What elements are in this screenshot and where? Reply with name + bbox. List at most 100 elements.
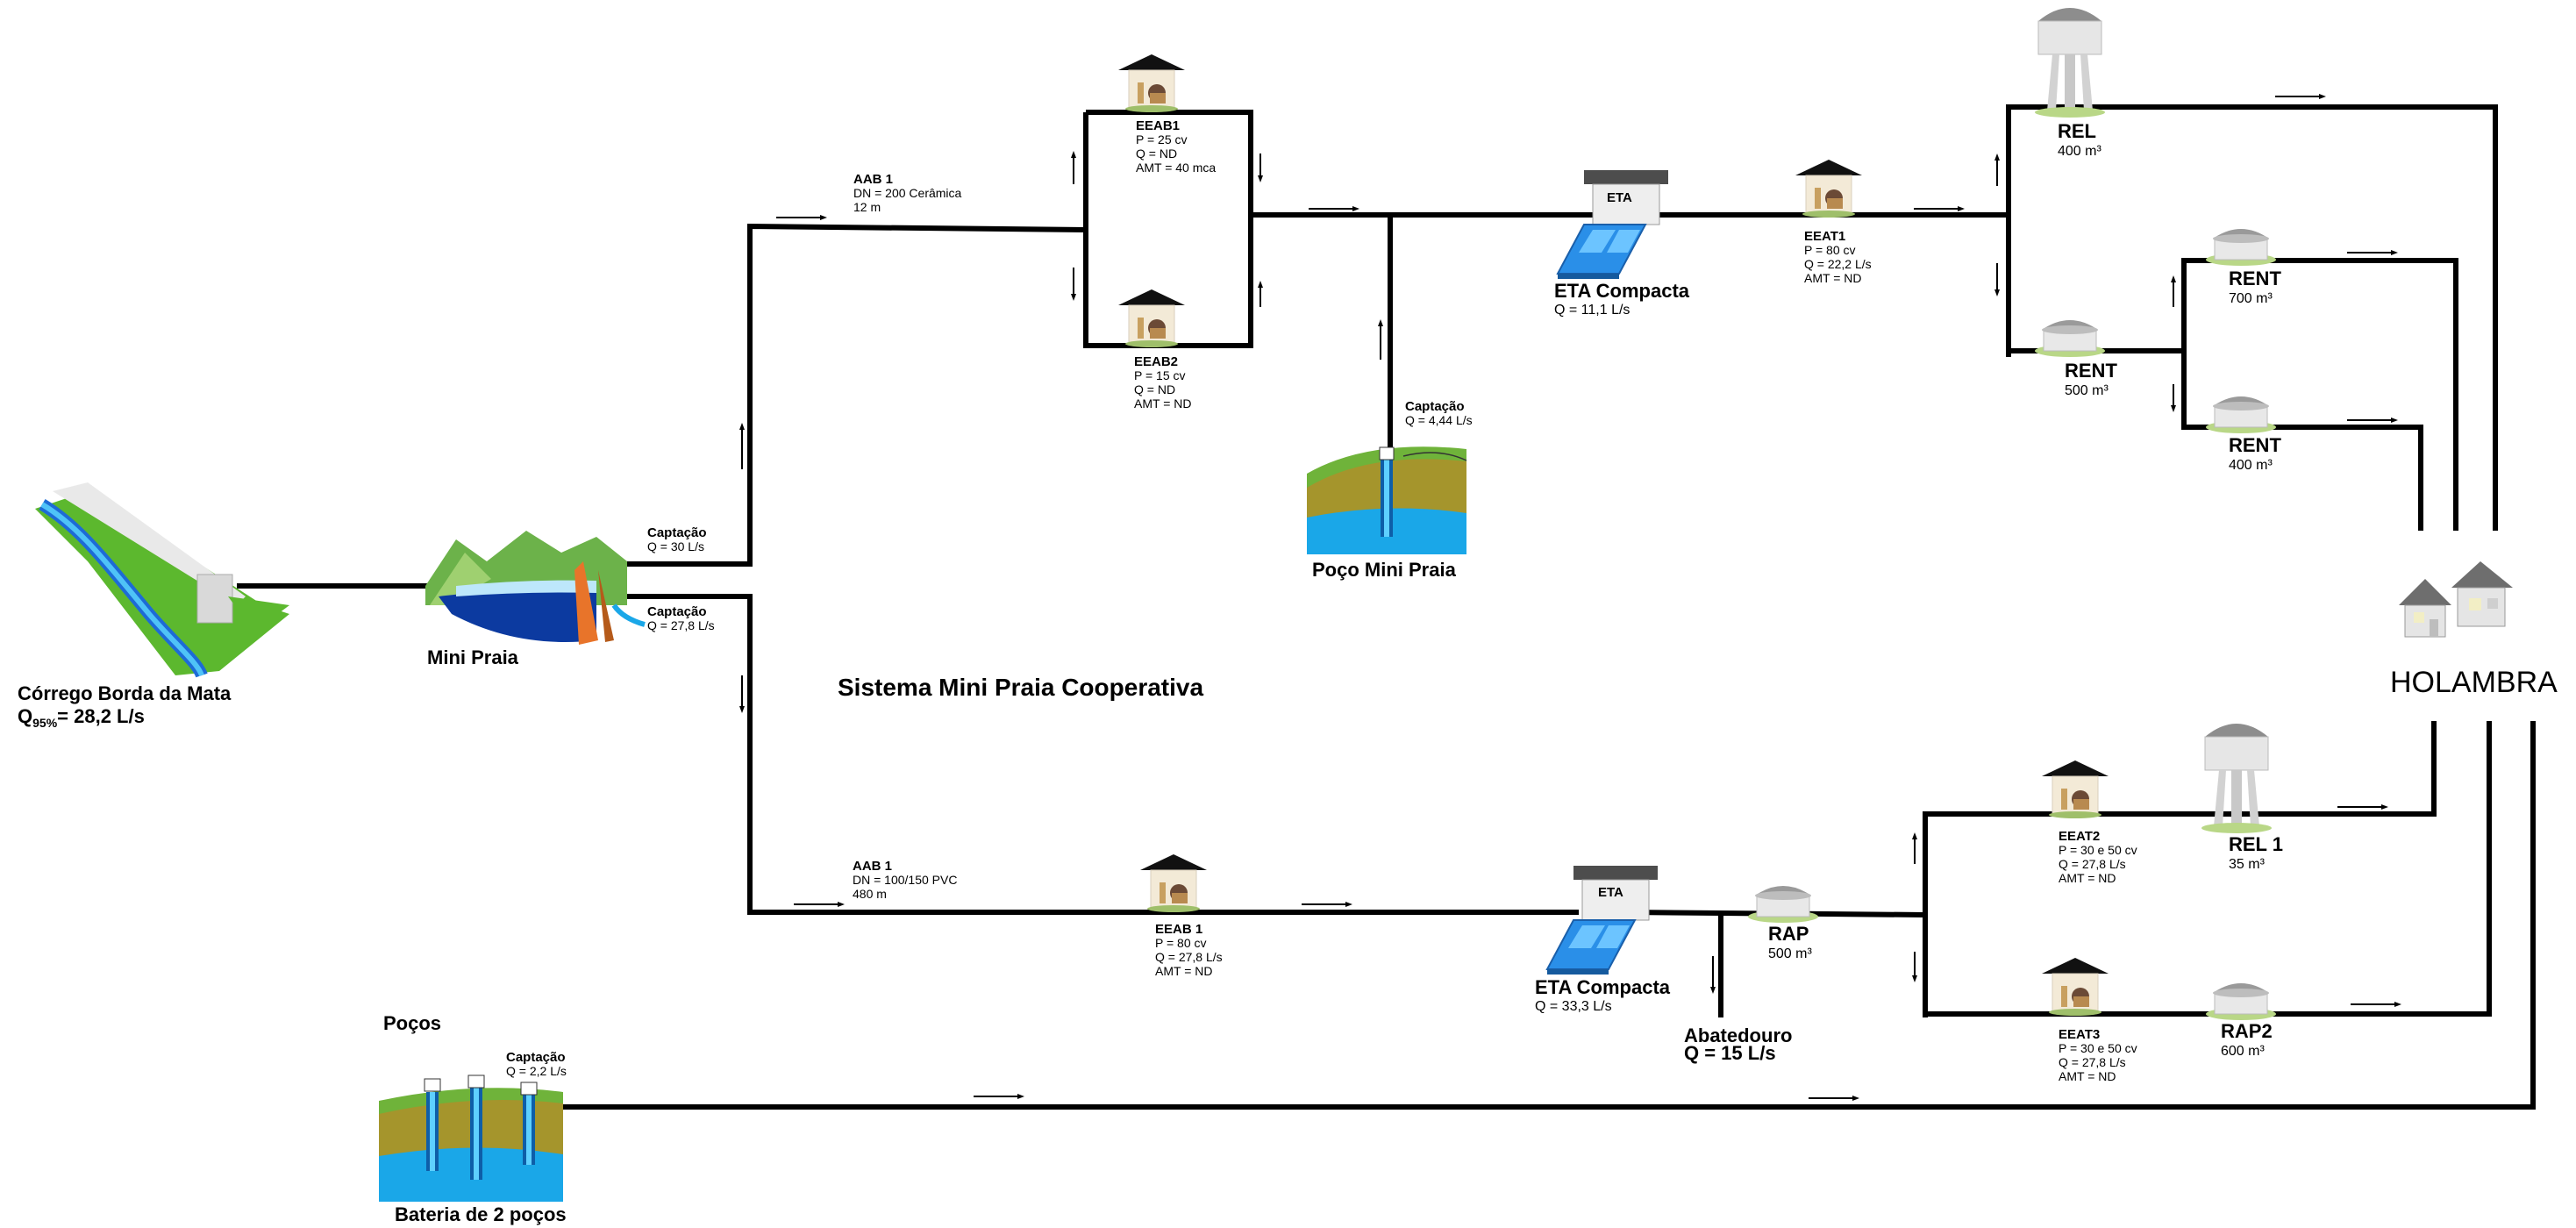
eeat1-amt: AMT = ND xyxy=(1804,271,1861,285)
flow-arrow xyxy=(1994,154,2000,186)
rent500-volume: 500 m³ xyxy=(2065,383,2109,398)
flow-arrow xyxy=(1809,1096,1859,1101)
rap-volume: 500 m³ xyxy=(1768,946,1812,961)
aab-top-dn: DN = 200 Cerâmica xyxy=(853,186,962,200)
flow-arrow xyxy=(2171,384,2176,412)
pipe-network xyxy=(237,104,2536,1110)
pocos-captacao-title: Captação xyxy=(506,1050,566,1065)
treatment-plant-top-icon xyxy=(1557,169,1669,280)
stream-source-icon xyxy=(35,482,289,678)
treatment-plant-bottom-icon xyxy=(1546,865,1659,975)
eeat2-flow: Q = 27,8 L/s xyxy=(2059,857,2126,871)
eeab1-top-title: EEAB1 xyxy=(1136,118,1180,133)
eeat2-title: EEAT2 xyxy=(2059,829,2100,844)
captacao-top-flow: Q = 30 L/s xyxy=(647,539,704,553)
eeab1-top-flow: Q = ND xyxy=(1136,146,1177,161)
flow-arrow xyxy=(1912,952,1917,982)
pocos-name: Bateria de 2 poços xyxy=(395,1203,567,1225)
diagram-title: Sistema Mini Praia Cooperativa xyxy=(838,674,1203,701)
flow-arrow xyxy=(1309,206,1359,211)
flow-arrow xyxy=(1302,902,1352,907)
ground-reservoir-rap-icon xyxy=(1747,885,1819,924)
flow-arrow xyxy=(1071,268,1076,301)
eta-top-flow: Q = 11,1 L/s xyxy=(1554,303,1630,318)
town-name: HOLAMBRA xyxy=(2390,666,2558,699)
eeat1-power: P = 80 cv xyxy=(1804,243,1856,257)
eeab2-amt: AMT = ND xyxy=(1134,396,1191,411)
aab-top-title: AAB 1 xyxy=(853,172,893,187)
flow-arrow xyxy=(1258,154,1263,182)
flow-arrow xyxy=(1710,956,1716,994)
flow-arrow xyxy=(1994,263,2000,296)
flow-arrow xyxy=(2347,250,2398,255)
well-mini-praia-icon xyxy=(1307,446,1467,554)
captacao-bottom-title: Captação xyxy=(647,604,707,619)
captacao-top-title: Captação xyxy=(647,525,707,540)
pump-station-eeat2-icon xyxy=(2041,760,2109,819)
eeat2-power: P = 30 e 50 cv xyxy=(2059,843,2137,857)
elevated-reservoir-rel-icon xyxy=(2034,7,2106,118)
town-houses-icon xyxy=(2399,561,2513,638)
eeab2-flow: Q = ND xyxy=(1134,382,1175,396)
flow-arrow xyxy=(1378,319,1383,360)
eta-top-name: ETA Compacta xyxy=(1554,280,1690,302)
source-flow: Q95%= 28,2 L/s xyxy=(18,705,145,730)
flow-arrow xyxy=(2275,94,2326,99)
eeab1-bottom-power: P = 80 cv xyxy=(1155,936,1207,950)
poco-mini-title: Captação xyxy=(1405,399,1465,414)
pump-station-eeab1-bottom-icon xyxy=(1139,853,1208,913)
rent700-volume: 700 m³ xyxy=(2229,291,2273,306)
flow-arrow xyxy=(776,215,827,220)
rent400-volume: 400 m³ xyxy=(2229,458,2273,473)
ground-reservoir-rap2-icon xyxy=(2205,982,2277,1021)
eeat3-flow: Q = 27,8 L/s xyxy=(2059,1055,2126,1069)
rap-name: RAP xyxy=(1768,923,1809,945)
eeab1-top-power: P = 25 cv xyxy=(1136,132,1188,146)
flow-arrows xyxy=(739,94,2401,1101)
eeab1-bottom-title: EEAB 1 xyxy=(1155,922,1202,937)
poco-mini-flow: Q = 4,44 L/s xyxy=(1405,413,1473,427)
pump-station-eeab2-icon xyxy=(1117,289,1186,348)
ground-reservoir-rent400-icon xyxy=(2205,396,2277,434)
aab-bottom-dn: DN = 100/150 PVC xyxy=(853,873,957,887)
eeat3-power: P = 30 e 50 cv xyxy=(2059,1041,2137,1055)
source-flow-prefix: Q xyxy=(18,705,32,727)
rap2-volume: 600 m³ xyxy=(2221,1044,2265,1059)
flow-arrow xyxy=(1912,832,1917,864)
eeab1-bottom-flow: Q = 27,8 L/s xyxy=(1155,950,1223,964)
source-flow-sub: 95% xyxy=(32,716,58,730)
eta-bottom-name: ETA Compacta xyxy=(1535,976,1671,998)
eeat1-flow: Q = 22,2 L/s xyxy=(1804,257,1872,271)
flow-arrow xyxy=(2337,804,2388,810)
pocos-heading: Poços xyxy=(383,1012,441,1034)
aab-top-length: 12 m xyxy=(853,200,881,214)
flow-arrow xyxy=(739,675,745,713)
eeab2-title: EEAB2 xyxy=(1134,354,1178,369)
reservoir-name: Mini Praia xyxy=(427,646,519,668)
abatedouro-name: Abatedouro xyxy=(1684,1025,1792,1046)
rel1-name: REL 1 xyxy=(2229,833,2283,855)
flow-arrow xyxy=(794,902,845,907)
rent500-name: RENT xyxy=(2065,360,2117,382)
abatedouro-flow: Q = 15 L/s xyxy=(1684,1042,1776,1064)
eeat3-amt: AMT = ND xyxy=(2059,1069,2116,1083)
pump-station-eeab1-icon xyxy=(1117,54,1186,113)
source-name: Córrego Borda da Mata xyxy=(18,682,232,704)
eta-bottom-badge: ETA xyxy=(1598,885,1623,900)
flow-arrow xyxy=(739,423,745,469)
well-battery-icon xyxy=(379,1074,563,1202)
rel-top-name: REL xyxy=(2058,120,2096,142)
ground-reservoir-rent500-icon xyxy=(2034,319,2106,358)
flow-arrow xyxy=(1258,281,1263,307)
reservoir-lake-icon xyxy=(425,531,646,645)
pump-station-eeat3-icon xyxy=(2041,957,2109,1017)
captacao-bottom-flow: Q = 27,8 L/s xyxy=(647,618,715,632)
eta-bottom-flow: Q = 33,3 L/s xyxy=(1535,999,1612,1014)
rel1-volume: 35 m³ xyxy=(2229,857,2266,872)
eeab2-power: P = 15 cv xyxy=(1134,368,1186,382)
rent400-name: RENT xyxy=(2229,434,2281,456)
elevated-reservoir-rel1-icon xyxy=(2201,723,2273,834)
eeab1-bottom-amt: AMT = ND xyxy=(1155,964,1212,978)
rel-top-volume: 400 m³ xyxy=(2058,144,2101,159)
